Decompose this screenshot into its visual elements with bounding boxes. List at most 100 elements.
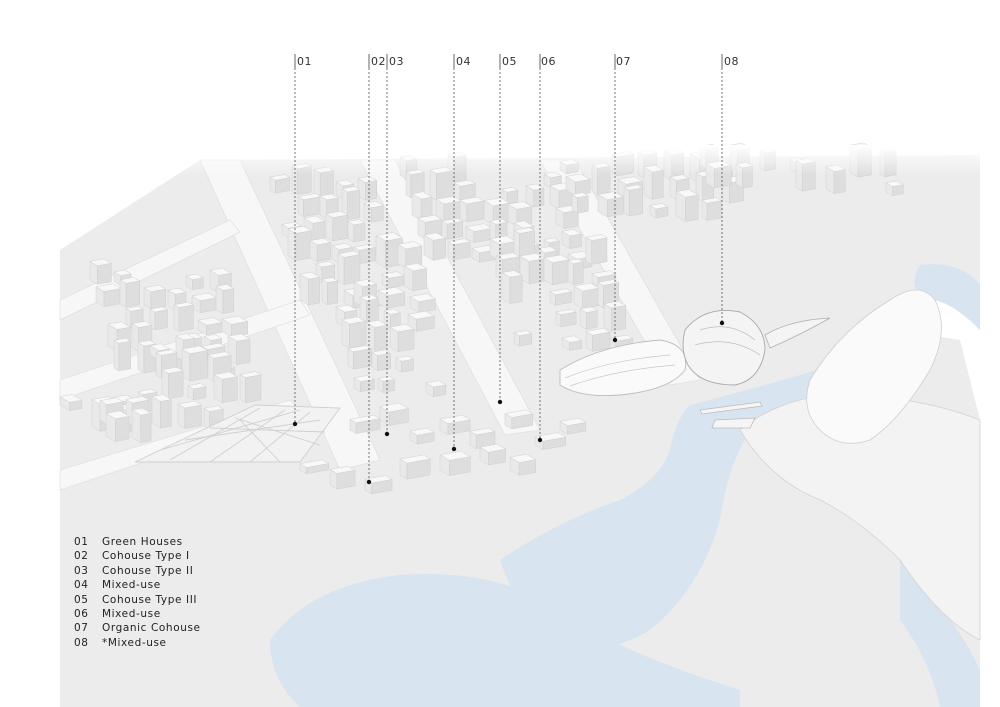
- callout-dot: [612, 337, 618, 343]
- building: [239, 371, 262, 404]
- callout-label: 07: [616, 55, 631, 68]
- building: [623, 184, 644, 217]
- legend-code: 07: [74, 622, 89, 635]
- building: [559, 417, 587, 435]
- legend-code: 05: [74, 593, 89, 606]
- callout-label: 06: [541, 55, 556, 68]
- legend-code: 08: [74, 636, 89, 649]
- legend-label: Mixed-use: [102, 608, 161, 621]
- building: [181, 345, 209, 382]
- legend-item: 08 *Mixed-use: [74, 636, 201, 650]
- building: [105, 410, 130, 442]
- legend-label: Organic Cohouse: [102, 622, 201, 635]
- building: [329, 465, 356, 490]
- building: [89, 258, 113, 285]
- building: [525, 183, 545, 208]
- building: [363, 200, 384, 223]
- legend-label: *Mixed-use: [102, 636, 167, 649]
- building: [453, 179, 476, 202]
- callout-dot: [292, 421, 298, 427]
- legend-item: 06 Mixed-use: [74, 607, 201, 621]
- building: [597, 191, 624, 218]
- building: [365, 320, 388, 352]
- building: [143, 284, 167, 310]
- callout-label: 01: [297, 55, 312, 68]
- building: [543, 254, 570, 286]
- building: [397, 241, 423, 269]
- building: [675, 189, 699, 222]
- building: [885, 180, 905, 197]
- building: [364, 475, 393, 495]
- building: [439, 414, 471, 436]
- building: [509, 453, 537, 476]
- building: [187, 383, 207, 401]
- landform-peninsula: [806, 289, 942, 444]
- building: [409, 427, 435, 445]
- callout-dot: [537, 437, 543, 443]
- building: [349, 414, 381, 434]
- building: [161, 366, 184, 400]
- building: [585, 328, 611, 352]
- building: [513, 330, 533, 347]
- building: [357, 175, 378, 201]
- building: [465, 223, 493, 244]
- legend-label: Cohouse Type II: [102, 564, 194, 577]
- building: [341, 316, 366, 349]
- building: [439, 450, 472, 476]
- building: [519, 252, 546, 285]
- water-lagoon: [270, 574, 740, 707]
- building: [379, 402, 410, 426]
- building: [573, 282, 600, 309]
- building: [585, 234, 608, 265]
- building: [297, 193, 322, 218]
- callout-dot: [366, 479, 372, 485]
- green-houses-grid: [134, 404, 341, 463]
- mixed-use-shell: [682, 310, 831, 386]
- legend-item: 05 Cohouse Type III: [74, 593, 201, 607]
- building: [377, 286, 406, 309]
- building: [151, 394, 173, 429]
- building: [571, 192, 589, 214]
- legend-label: Cohouse Type III: [102, 593, 198, 606]
- building: [701, 197, 723, 221]
- building: [299, 271, 321, 306]
- legend-label: Cohouse Type I: [102, 550, 190, 563]
- legend-item: 02 Cohouse Type I: [74, 549, 201, 563]
- water-river: [500, 328, 930, 648]
- building: [221, 315, 249, 338]
- building: [371, 349, 392, 372]
- road-network: [59, 159, 701, 491]
- building: [409, 293, 437, 314]
- building: [649, 203, 669, 219]
- legend-item: 03 Cohouse Type II: [74, 564, 201, 578]
- building: [287, 225, 313, 262]
- legend-code: 02: [74, 550, 89, 563]
- water-right-creek: [900, 560, 980, 707]
- callout-dot: [719, 320, 725, 326]
- legend-code: 03: [74, 564, 89, 577]
- callout-dot: [497, 399, 503, 405]
- building: [213, 371, 239, 404]
- building: [325, 210, 349, 242]
- building: [113, 338, 132, 372]
- legend-label: Mixed-use: [102, 579, 161, 592]
- building: [353, 375, 376, 393]
- callout-label: 05: [502, 55, 517, 68]
- legend-code: 06: [74, 608, 89, 621]
- building: [185, 273, 204, 291]
- building: [489, 235, 517, 261]
- callout-dot: [384, 431, 390, 437]
- building: [411, 191, 433, 221]
- building: [425, 380, 447, 398]
- legend-item: 07 Organic Cohouse: [74, 621, 201, 635]
- building: [567, 258, 585, 286]
- building: [191, 292, 218, 314]
- building: [561, 229, 583, 250]
- water-upper-right: [914, 264, 980, 330]
- building: [423, 232, 447, 261]
- building: [309, 238, 332, 263]
- building: [347, 219, 366, 243]
- pier: [699, 401, 763, 429]
